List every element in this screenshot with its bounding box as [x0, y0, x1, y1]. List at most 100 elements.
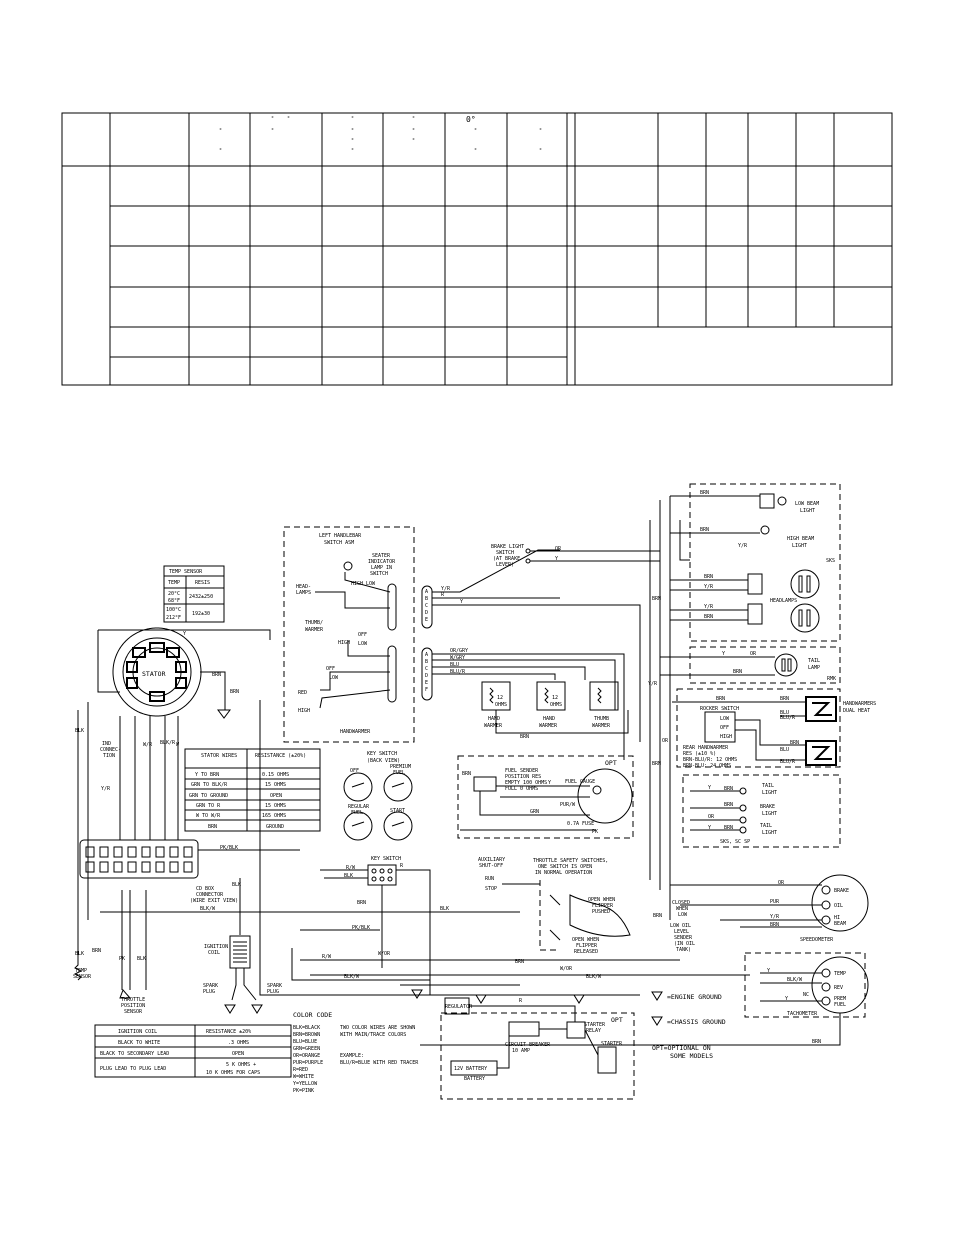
throttle-switch-label: THROTTLE SAFETY SWITCHES,: [533, 858, 608, 864]
stator-wire: Y TO BRN: [195, 772, 219, 778]
off-label: OFF: [720, 725, 729, 731]
wire-label: OR: [778, 880, 785, 886]
color-code-example: BLU/R=BLUE WITH RED TRACER: [340, 1060, 419, 1066]
open-when-label: OPEN WHEN: [588, 897, 615, 903]
fuel-gauge-panel: OPT FUEL GAUGE FUEL SENDER POSITION RES …: [457, 755, 634, 839]
degree-mark: °: [271, 116, 274, 122]
wire-label: BRN: [733, 669, 742, 675]
tail-light-label: TAIL: [760, 823, 772, 829]
opt-legend-label: SOME MODELS: [670, 1052, 713, 1060]
wire-label: Y/R: [648, 681, 658, 687]
right-trunk-wires: BRN Y/R OR BRN: [648, 496, 690, 920]
throttle-switch-label: ONE SWITCH IS OPEN: [538, 864, 592, 870]
color-code-entry: R=RED: [293, 1067, 308, 1073]
stator-resistance: 15 OHMS: [265, 782, 286, 788]
ind-connection-label: CONNEC-: [100, 747, 121, 753]
wire-label: W/GRY: [450, 655, 465, 661]
hand-warmer-label: HAND: [488, 716, 500, 722]
brake-light-label: BRAKE: [760, 804, 775, 810]
wire-label: R: [400, 863, 404, 869]
wire-label: BRN: [700, 490, 709, 496]
wire-label: BLU/R: [780, 759, 796, 765]
key-switch: KEY SWITCH R/W BLK W/OR R: [320, 856, 431, 995]
regulator-label: REGULATOR: [445, 1004, 473, 1010]
low-label: LOW: [358, 641, 368, 647]
wire-label: BLK: [344, 873, 353, 879]
color-code-entry: PUR=PURPLE: [293, 1060, 323, 1066]
resis-value: 192±30: [192, 611, 210, 617]
wire-label: PK: [119, 956, 125, 962]
pin-label: B: [425, 596, 428, 602]
brake-light-switch-label: LEVER): [496, 562, 514, 568]
color-code-entry: Y=YELLOW: [293, 1081, 318, 1087]
low-label: LOW: [366, 581, 376, 587]
pin-label: B: [425, 659, 428, 665]
tail-light-label: LIGHT: [762, 790, 777, 796]
wire-label: BRN: [812, 1039, 821, 1045]
key-switch-label: (BACK VIEW): [367, 758, 400, 764]
stator-resistance: 0.15 OHMS: [262, 772, 289, 778]
wire-label: BLK/W: [787, 977, 803, 983]
ohms-label: OHMS: [495, 702, 507, 708]
low-oil-label: LEVEL: [674, 929, 689, 935]
thumb-warmer-label: WARMER: [305, 627, 324, 633]
starter-relay-label: RELAY: [586, 1028, 601, 1034]
ignition-coil-header: IGNITION COIL: [118, 1029, 157, 1035]
ignition-resistance: 5 K OHMS +: [226, 1062, 256, 1068]
prem-fuel-indicator-label: FUEL: [834, 1002, 846, 1008]
stator-resistance: 15 OHMS: [265, 803, 286, 809]
degree-mark: °: [474, 148, 477, 154]
color-code-entry: BRN=BROWN: [293, 1032, 320, 1038]
stop-label: STOP: [485, 886, 497, 892]
degree-mark: °: [219, 148, 222, 154]
wire-label: Y/R: [101, 786, 111, 792]
wire-label: Y: [555, 556, 558, 562]
wire-label: Y/R: [704, 584, 714, 590]
wire-label: Y: [722, 651, 725, 657]
color-code-entry: PK=PINK: [293, 1088, 314, 1094]
ignition-coil-label: IGNITION: [204, 944, 228, 950]
temp-header: TEMP: [168, 580, 180, 586]
wire-label: BLU/R: [450, 669, 466, 675]
wire-label: R: [441, 592, 445, 598]
battery-label: BATTERY: [464, 1076, 485, 1082]
rear-handwarmer-label: REAR HANDWARMER: [683, 745, 729, 751]
degree-mark: °: [412, 128, 415, 134]
hand-warmers: 12 OHMS 12 OHMS HAND WARMER HAND WARMER …: [481, 681, 629, 740]
thumb-warmer-label: THUMB: [594, 716, 609, 722]
throttle-position-sensor-label: POSITION: [121, 1003, 145, 1009]
spark-plug-label: PLUG: [267, 989, 279, 995]
nc-label: NC: [803, 992, 809, 998]
left-handlebar-switch: LEFT HANDLEBAR SWITCH ASM SEATER INDICAT…: [283, 526, 415, 743]
connector-a-f-lower: A B C D E F: [421, 647, 433, 701]
temp-value: 20°C: [168, 591, 180, 597]
wire-label: OR: [708, 814, 715, 820]
wire-label: PK/BLK: [220, 845, 238, 851]
wire-label: BRN: [230, 689, 239, 695]
off-label: OFF: [350, 768, 359, 774]
wire-label: R/W: [346, 865, 356, 871]
ignition-lead: BLACK TO WHITE: [118, 1040, 160, 1046]
handwarmer-label: HANDWARMER: [340, 729, 371, 735]
opt-label: OPT: [611, 1016, 623, 1024]
degree-mark: °: [271, 128, 274, 134]
throttle-position-sensor-label: THROTTLE: [121, 997, 145, 1003]
wire-label: BRN: [653, 913, 662, 919]
ohms-label: OHMS: [550, 702, 562, 708]
prem-fuel-indicator-label: PREM: [834, 996, 846, 1002]
pin-label: A: [425, 589, 428, 595]
throttle-switch-label: IN NORMAL OPERATION: [535, 870, 592, 876]
tachometer: TEMP REV PREM FUEL TACHOMETER NC Y BLK/W…: [420, 952, 869, 1046]
cd-box-label: CD BOX: [196, 886, 214, 892]
high-label: HIGH: [351, 581, 363, 587]
fuel-sender-label: EMPTY 100 OHMS: [505, 780, 547, 786]
wire-label: BLK: [75, 951, 84, 957]
open-when-label: PUSHED: [592, 909, 610, 915]
pin-label: E: [425, 680, 428, 686]
premium-label: PREMIUM: [390, 764, 411, 770]
ignition-coil-label: COIL: [208, 950, 220, 956]
temp-sensor-table: TEMP SENSOR TEMP RESIS 20°C 68°F 2432±25…: [163, 565, 225, 623]
low-label: LOW: [720, 716, 730, 722]
low-oil-label: (IN OIL: [674, 941, 695, 947]
temp-value: 100°C: [166, 607, 181, 613]
